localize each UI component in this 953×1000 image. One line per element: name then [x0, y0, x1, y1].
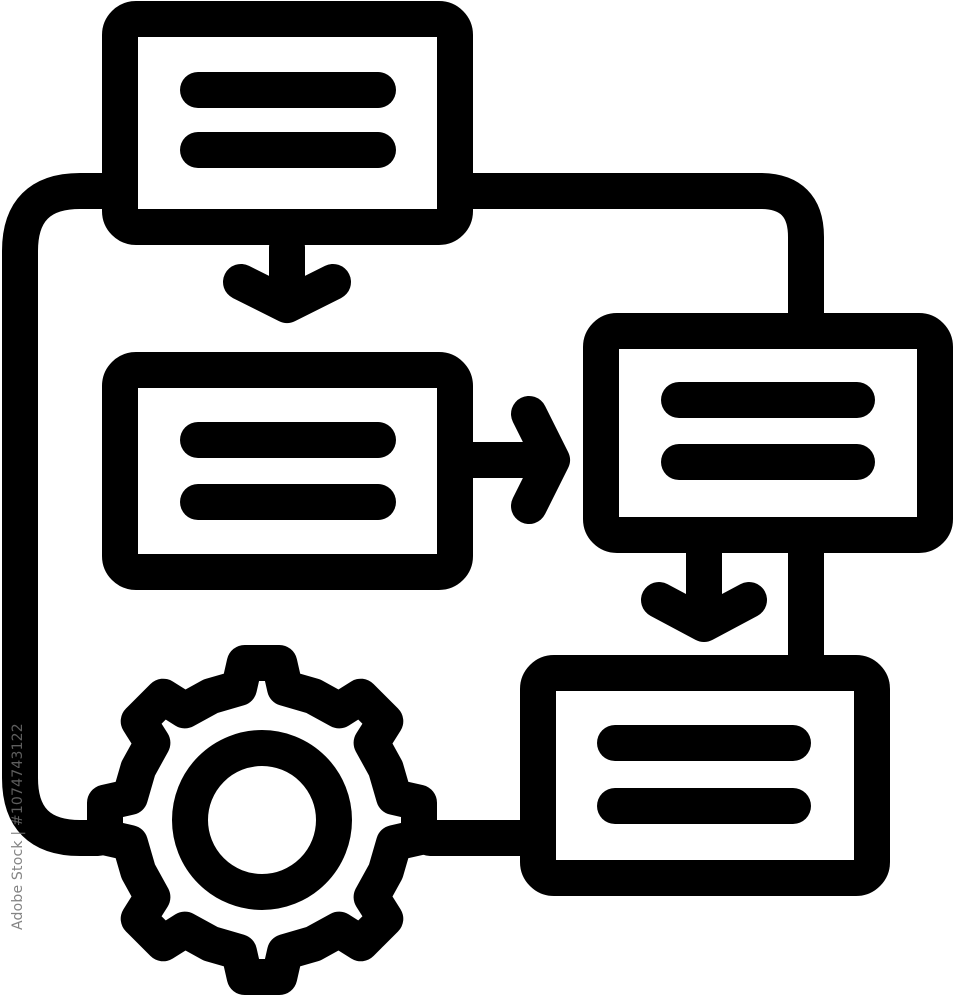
process-box-1 — [102, 1, 473, 245]
arrow-down-icon — [223, 229, 351, 323]
process-box-2 — [102, 352, 473, 590]
watermark-stock-id: Adobe Stock | #1074743122 — [10, 723, 26, 930]
process-box-3 — [583, 313, 953, 553]
right-loop-connector-line — [454, 173, 824, 331]
arrow-right-icon — [454, 396, 570, 524]
gear-icon — [87, 645, 437, 995]
arrow-down-icon — [641, 534, 767, 642]
process-box-4 — [520, 655, 890, 896]
left-loop-connector-line — [2, 173, 121, 856]
